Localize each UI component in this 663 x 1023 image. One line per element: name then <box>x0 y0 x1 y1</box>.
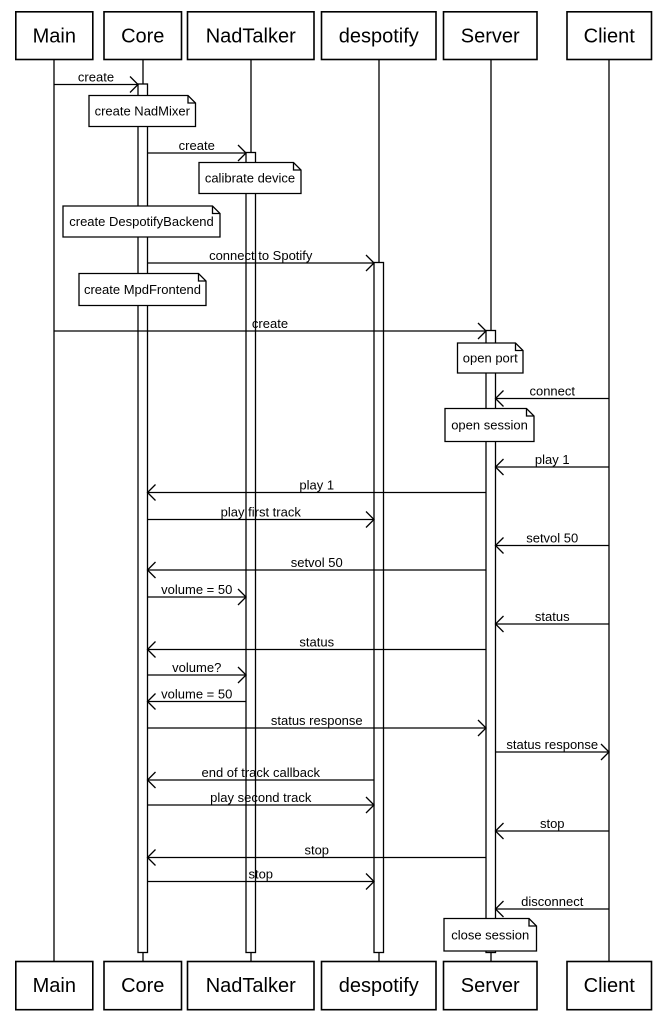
svg-text:calibrate device: calibrate device <box>205 171 295 186</box>
svg-text:volume?: volume? <box>172 660 221 675</box>
svg-text:create: create <box>252 316 288 331</box>
svg-text:volume = 50: volume = 50 <box>161 687 232 702</box>
svg-text:status: status <box>299 635 334 650</box>
svg-text:despotify: despotify <box>339 975 419 997</box>
svg-text:connect: connect <box>529 384 575 399</box>
svg-text:stop: stop <box>248 867 273 882</box>
svg-text:despotify: despotify <box>339 26 419 48</box>
svg-text:disconnect: disconnect <box>521 894 584 909</box>
svg-text:status: status <box>535 609 570 624</box>
svg-text:play first track: play first track <box>221 505 302 520</box>
svg-text:NadTalker: NadTalker <box>206 26 296 48</box>
svg-text:Main: Main <box>33 975 76 997</box>
svg-text:end of track callback: end of track callback <box>201 765 320 780</box>
svg-text:open port: open port <box>463 351 518 366</box>
svg-text:connect to Spotify: connect to Spotify <box>209 248 313 263</box>
svg-text:play second track: play second track <box>210 790 312 805</box>
svg-text:create NadMixer: create NadMixer <box>95 104 191 119</box>
svg-text:NadTalker: NadTalker <box>206 975 296 997</box>
svg-text:Server: Server <box>461 26 520 48</box>
svg-text:status response: status response <box>271 713 363 728</box>
svg-text:Client: Client <box>584 26 636 48</box>
svg-text:create: create <box>179 138 215 153</box>
svg-text:Client: Client <box>584 975 636 997</box>
svg-text:status response: status response <box>506 737 598 752</box>
svg-text:Core: Core <box>121 26 164 48</box>
svg-text:play 1: play 1 <box>299 478 334 493</box>
svg-text:Server: Server <box>461 975 520 997</box>
svg-text:setvol 50: setvol 50 <box>526 531 578 546</box>
svg-text:Main: Main <box>33 26 76 48</box>
svg-text:create DespotifyBackend: create DespotifyBackend <box>69 214 214 229</box>
svg-text:stop: stop <box>540 816 565 831</box>
svg-text:create MpdFrontend: create MpdFrontend <box>84 282 201 297</box>
svg-text:setvol 50: setvol 50 <box>291 555 343 570</box>
svg-text:Core: Core <box>121 975 164 997</box>
svg-text:open session: open session <box>451 418 528 433</box>
svg-text:volume = 50: volume = 50 <box>161 582 232 597</box>
svg-text:close session: close session <box>451 927 529 942</box>
svg-text:play 1: play 1 <box>535 452 570 467</box>
svg-text:stop: stop <box>304 843 329 858</box>
svg-text:create: create <box>78 70 114 85</box>
